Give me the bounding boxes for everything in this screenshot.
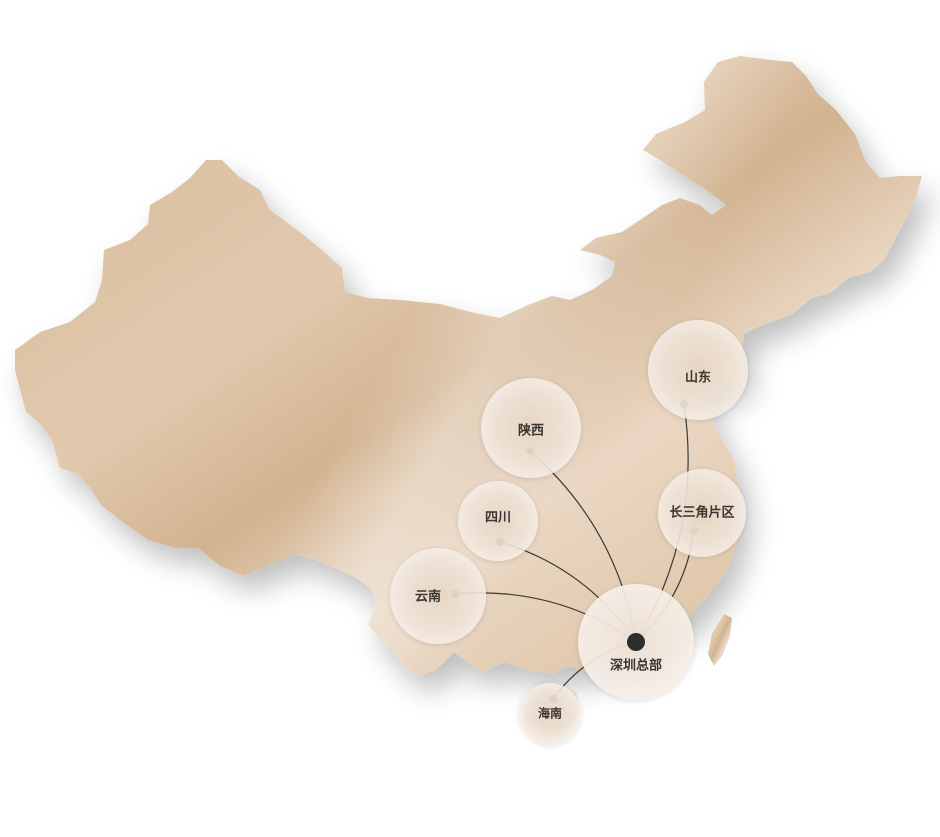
region-bubble-yunnan[interactable]: 云南 [390,548,486,644]
region-bubble-sichuan[interactable]: 四川 [458,481,538,561]
region-circle [519,683,581,745]
hub-shenzhen[interactable]: 深圳总部 [610,633,662,674]
region-circle [390,548,486,644]
region-label-sichuan: 四川 [485,511,511,526]
region-label-yangtze: 长三角片区 [669,505,734,521]
region-label-yunnan: 云南 [415,589,441,605]
region-circle [481,378,581,478]
region-label-hainan: 海南 [538,706,562,721]
region-bubble-yangtze[interactable]: 长三角片区 [658,469,746,557]
hub-pin [627,633,645,651]
region-circle [658,469,746,557]
taiwan-island [708,614,732,666]
region-bubble-hainan[interactable]: 海南 [519,683,581,745]
region-label-shaanxi: 陕西 [518,423,544,439]
region-circle [458,481,538,561]
region-bubble-shaanxi[interactable]: 陕西 [481,378,581,478]
region-bubble-shandong[interactable]: 山东 [648,320,748,420]
hub-label: 深圳总部 [610,658,662,674]
region-circle [648,320,748,420]
region-label-shandong: 山东 [685,370,711,386]
